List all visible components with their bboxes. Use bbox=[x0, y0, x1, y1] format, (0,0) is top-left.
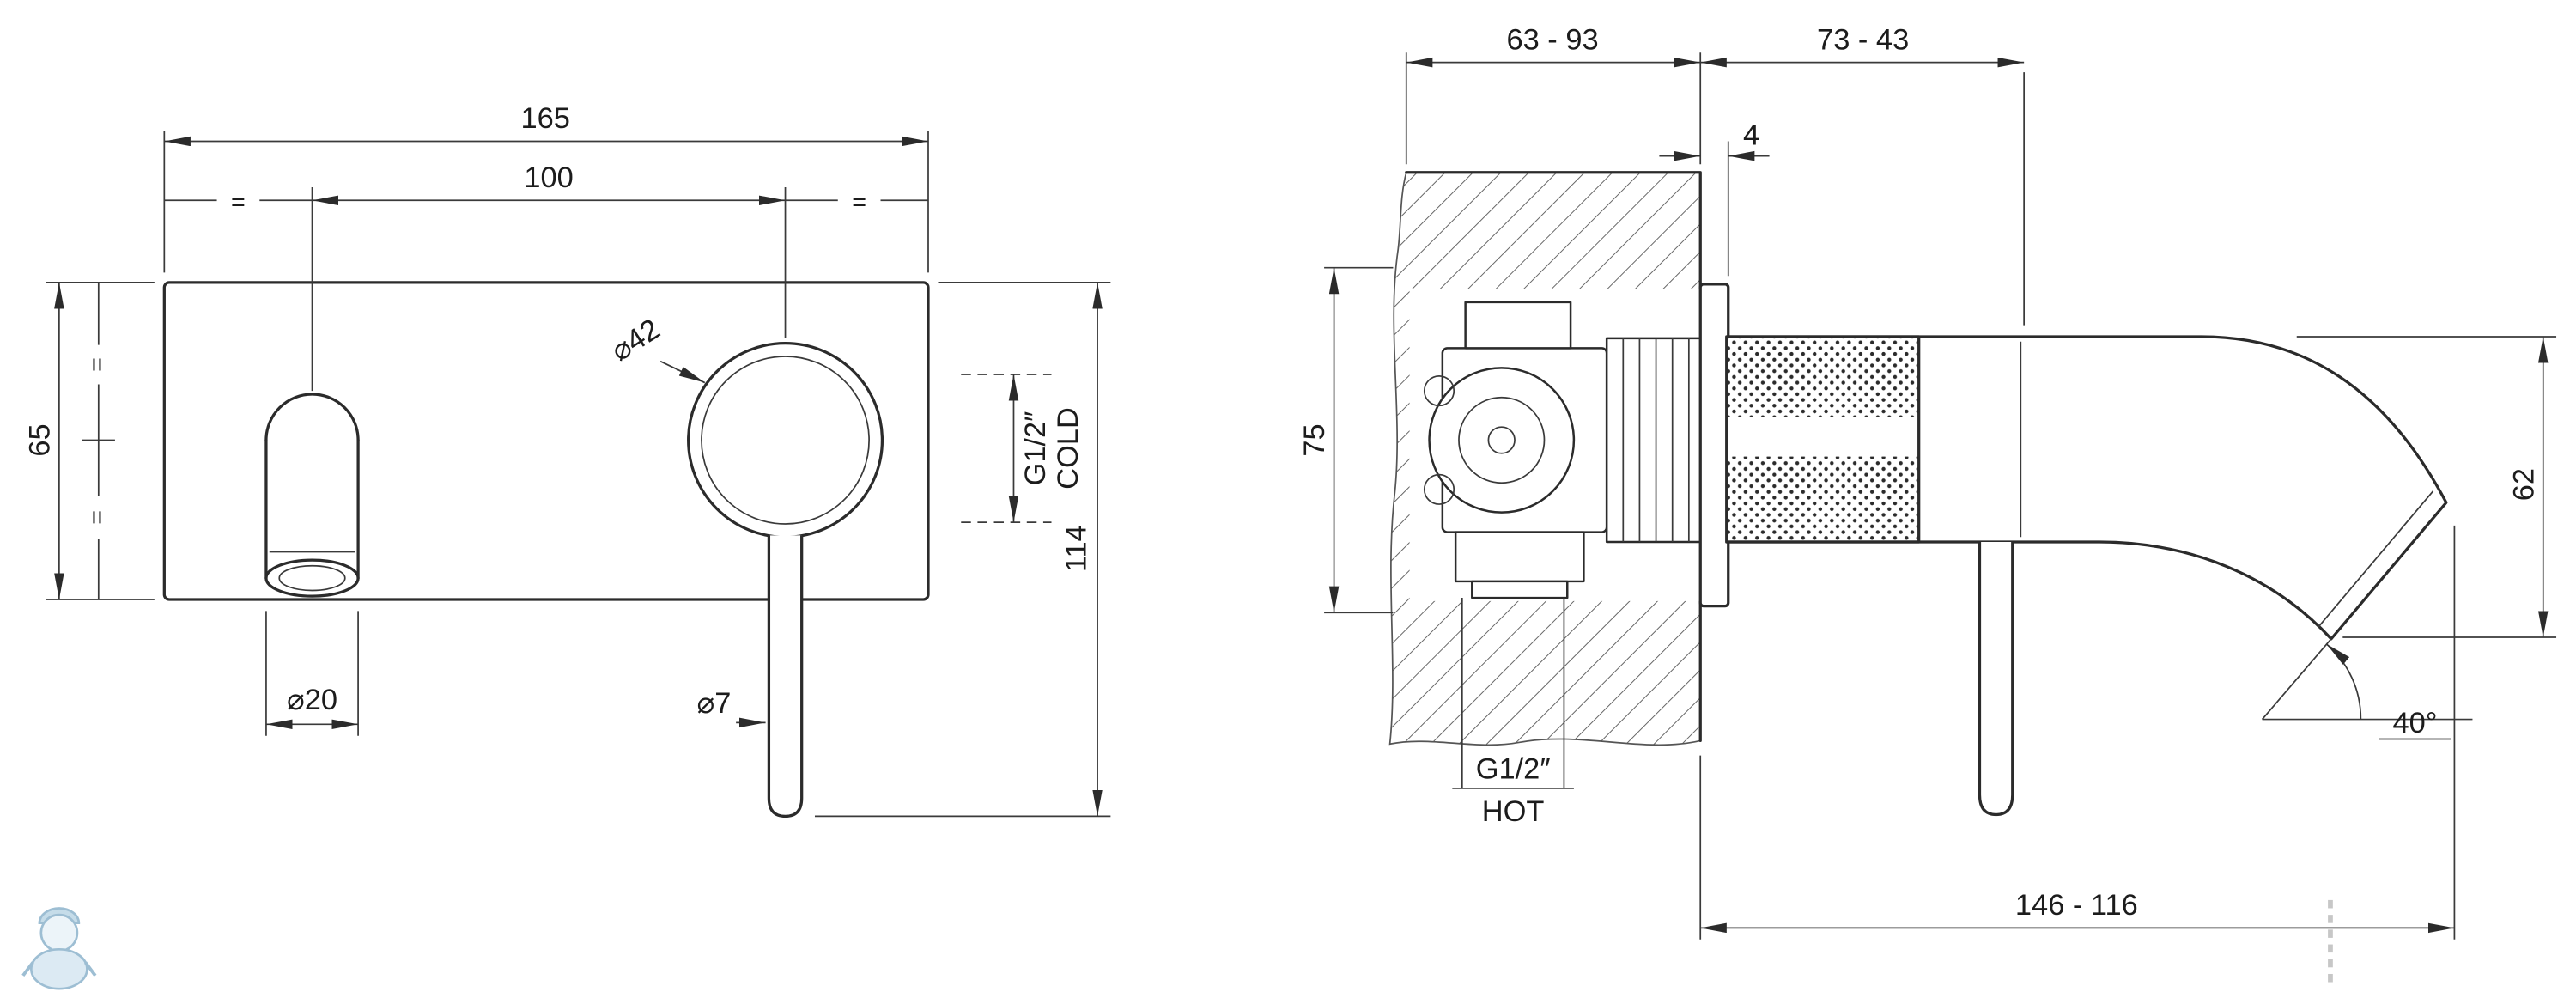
equal-mark-bottom: = bbox=[83, 510, 111, 525]
dim-plate-offset: 4 bbox=[1659, 119, 1770, 277]
dim-spout-diameter: ⌀20 bbox=[265, 611, 359, 736]
dim-62-label: 62 bbox=[2507, 468, 2540, 501]
front-view: 165 = = 100 65 = = 114 ⌀4 bbox=[23, 102, 1111, 819]
cold-label: COLD bbox=[1052, 407, 1084, 490]
dim-spout-drop: 62 bbox=[2296, 336, 2557, 638]
dim-plate-height: 65 = = bbox=[23, 282, 155, 600]
handle-knob-outer bbox=[687, 342, 884, 539]
dim-65-label: 65 bbox=[23, 423, 56, 456]
dim-overall-height: 114 bbox=[814, 282, 1111, 818]
dim-165-label: 165 bbox=[520, 102, 569, 135]
dim-100-label: 100 bbox=[524, 161, 573, 194]
handle-knob-inner bbox=[701, 356, 870, 525]
lever-rod-section bbox=[1978, 542, 2014, 817]
dim-projection-range: 73 - 43 bbox=[1700, 23, 2026, 326]
equal-mark-top: = bbox=[83, 357, 111, 372]
angle-40-label: 40° bbox=[2392, 707, 2437, 739]
dim-reach-range: 146 - 116 bbox=[1699, 525, 2456, 940]
spout-outlet-rim bbox=[264, 558, 360, 598]
spout-front bbox=[264, 393, 360, 598]
equal-mark-left: = bbox=[231, 189, 246, 216]
watermark-logo bbox=[21, 907, 97, 990]
handle-front bbox=[687, 342, 884, 819]
dia-20-label: ⌀20 bbox=[287, 684, 337, 716]
dim-73-43-label: 73 - 43 bbox=[1817, 23, 1909, 56]
dim-body-height: 75 bbox=[1298, 266, 1394, 614]
dim-wall-depth-range: 63 - 93 bbox=[1405, 23, 1702, 165]
concealed-valve-body bbox=[1423, 301, 1702, 599]
dim-63-93-label: 63 - 93 bbox=[1506, 23, 1598, 56]
dim-4-label: 4 bbox=[1743, 119, 1759, 151]
hot-thread-label: G1/2″ bbox=[1476, 752, 1551, 785]
hot-label: HOT bbox=[1482, 795, 1545, 828]
aerator-mesh bbox=[278, 564, 346, 592]
spout-dome bbox=[264, 393, 360, 442]
lever-rod bbox=[767, 535, 804, 819]
dim-114-label: 114 bbox=[1060, 525, 1093, 572]
dim-lever-diameter: ⌀7 bbox=[697, 687, 766, 728]
knurled-grip-outline bbox=[1725, 335, 1921, 544]
dim-outlet-angle: 40° bbox=[2261, 638, 2473, 740]
dim-75-label: 75 bbox=[1298, 423, 1331, 456]
cold-thread-label: G1/2″ bbox=[1019, 411, 1052, 486]
hot-connection-callout: G1/2″ HOT bbox=[1452, 598, 1574, 828]
edge-watermark bbox=[2328, 899, 2333, 983]
knurl-highlight-band bbox=[1726, 417, 1919, 457]
cold-connection-callout: G1/2″ COLD bbox=[961, 374, 1084, 523]
dim-width-total: 165 bbox=[163, 102, 929, 273]
spout-sides bbox=[264, 438, 360, 580]
dim-146-116-label: 146 - 116 bbox=[2015, 889, 2138, 922]
dim-axes-distance: = = 100 bbox=[164, 161, 928, 392]
equal-mark-right: = bbox=[852, 189, 866, 216]
outlet-rim-line bbox=[2317, 490, 2434, 629]
section-view: 63 - 93 73 - 43 4 75 62 bbox=[1298, 23, 2557, 940]
escutcheon-plate bbox=[1698, 283, 1730, 608]
dia-7-label: ⌀7 bbox=[697, 687, 732, 720]
